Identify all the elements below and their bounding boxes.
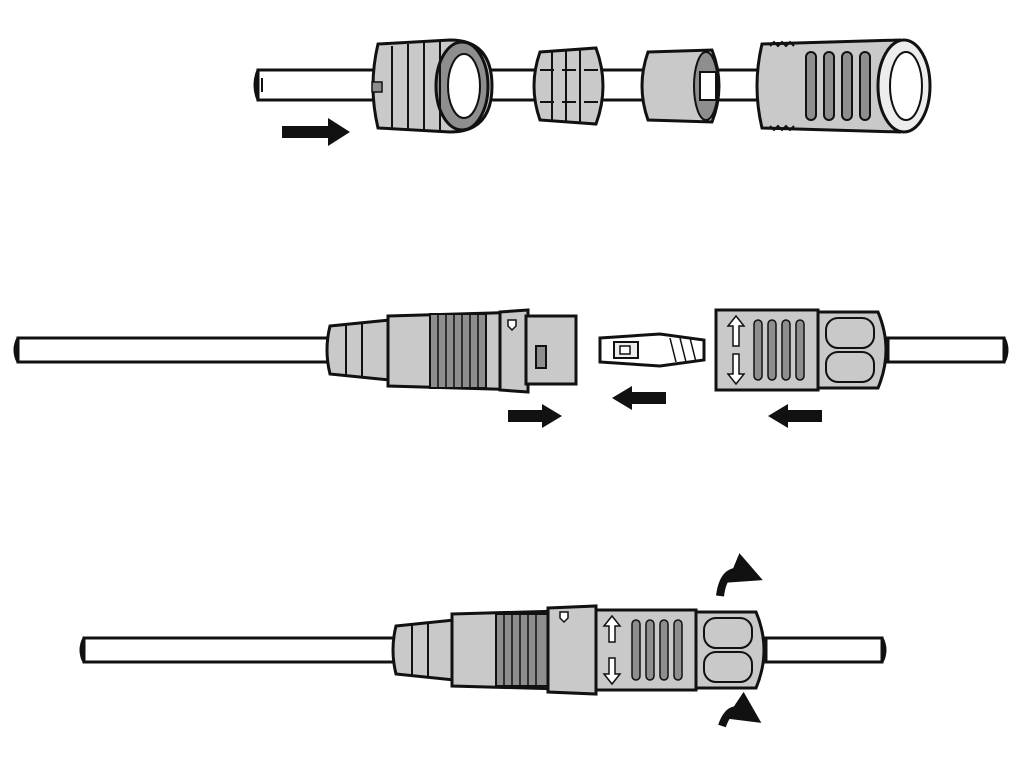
cable-boot: [325, 318, 392, 382]
left-arrow-icon: [612, 386, 666, 410]
cable-left: [79, 636, 402, 664]
step-2-insert-view: [13, 308, 1009, 428]
right-arrow-icon: [508, 404, 562, 428]
cable-right: [886, 336, 1009, 364]
rotate-arrow-icon: [718, 691, 762, 728]
step-3-assembled-view: [79, 553, 887, 728]
coupling-housing: [594, 608, 766, 692]
cable-clamp: [532, 46, 605, 126]
sealing-nut: [371, 38, 494, 134]
connector-body: [386, 308, 578, 394]
rotate-arrow-icon: [716, 553, 763, 597]
connector-housing: [755, 38, 932, 134]
connector-body: [450, 604, 598, 696]
rubber-seal: [640, 48, 721, 124]
step-1-exploded-view: [253, 38, 932, 146]
left-arrow-icon: [768, 404, 822, 428]
right-arrow-icon: [282, 118, 350, 146]
cable-right: [764, 636, 887, 664]
cable-boot: [391, 618, 456, 682]
coupling-housing: [714, 308, 888, 392]
rj45-plug: [598, 332, 706, 368]
cable-left: [13, 336, 338, 364]
